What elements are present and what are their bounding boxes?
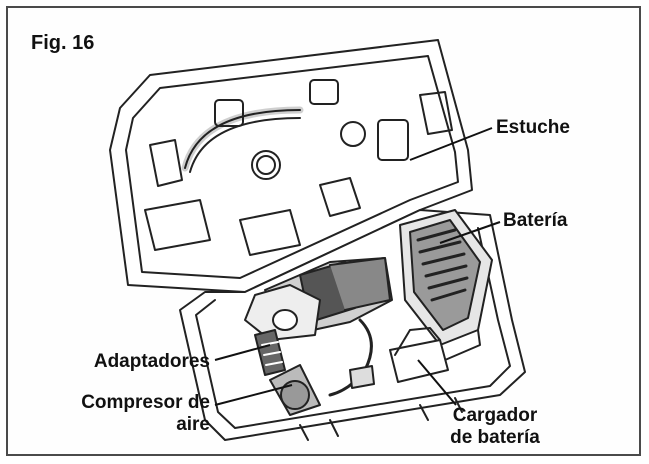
label-charger-line1: Cargador [452,405,538,426]
leader-case [409,127,493,161]
label-adapters: Adaptadores [93,351,210,372]
battery-illustration [399,209,493,361]
case-lid [109,39,473,293]
leader-adapters [214,344,271,361]
label-charger: Cargador de batería [430,405,560,449]
label-charger-line2: de batería [450,427,540,448]
leader-lines [214,127,501,406]
figure-label: Fig. 16 [31,32,95,54]
label-compressor-line1: Compresor de [81,392,210,413]
label-battery: Batería [503,210,568,231]
adapters-illustration [254,329,286,376]
leader-compressor [214,384,293,406]
label-case: Estuche [496,117,570,138]
leader-battery [439,221,501,244]
leader-charger [417,359,457,406]
compressor-illustration [244,257,393,416]
label-compressor-line2: aire [176,414,210,435]
label-compressor: Compresor de aire [20,392,210,436]
